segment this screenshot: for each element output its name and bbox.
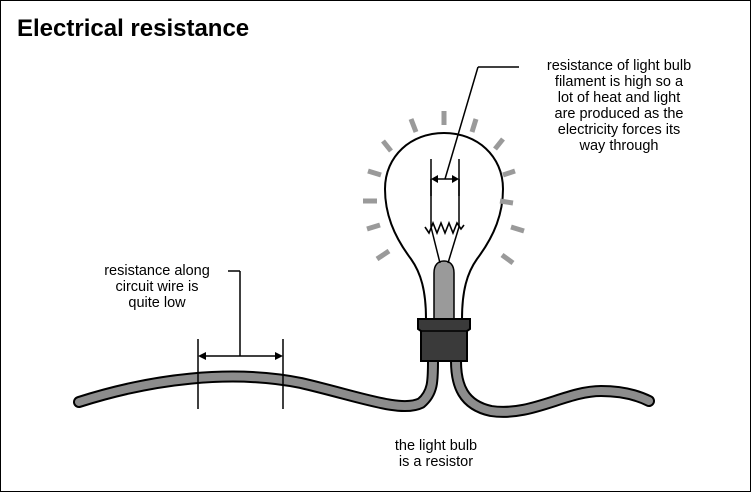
filament-label-line: are produced as the <box>554 106 684 122</box>
glow-rays <box>363 111 525 266</box>
filament-label-line: resistance of light bulb <box>546 58 692 74</box>
bulb-stem <box>433 260 455 320</box>
wire-label-line: resistance along <box>104 263 210 279</box>
filament-coil <box>424 220 465 236</box>
bulb-glass <box>383 131 505 320</box>
filament-resistance-label: resistance of light bulb filament is hig… <box>521 58 717 154</box>
filament-callout <box>430 66 519 196</box>
bulb-label-line: the light bulb <box>394 438 478 454</box>
wire-callout <box>197 270 284 409</box>
bulb-label-line: is a resistor <box>398 454 474 470</box>
wire-label-line: quite low <box>128 295 186 311</box>
filament-label-line: lot of heat and light <box>557 90 681 106</box>
diagram-title: Electrical resistance <box>17 15 250 42</box>
filament-label-line: filament is high so a <box>554 74 684 90</box>
bulb-base <box>417 318 471 362</box>
filament-label-line: way through <box>579 138 659 154</box>
wire-label-line: circuit wire is <box>115 279 199 295</box>
wire-resistance-label: resistance along circuit wire is quite l… <box>87 263 227 311</box>
filament-label-line: electricity forces its <box>557 122 681 138</box>
light-bulb <box>383 131 505 362</box>
bulb-resistor-label: the light bulb is a resistor <box>381 438 491 470</box>
circuit-wire <box>73 355 655 418</box>
